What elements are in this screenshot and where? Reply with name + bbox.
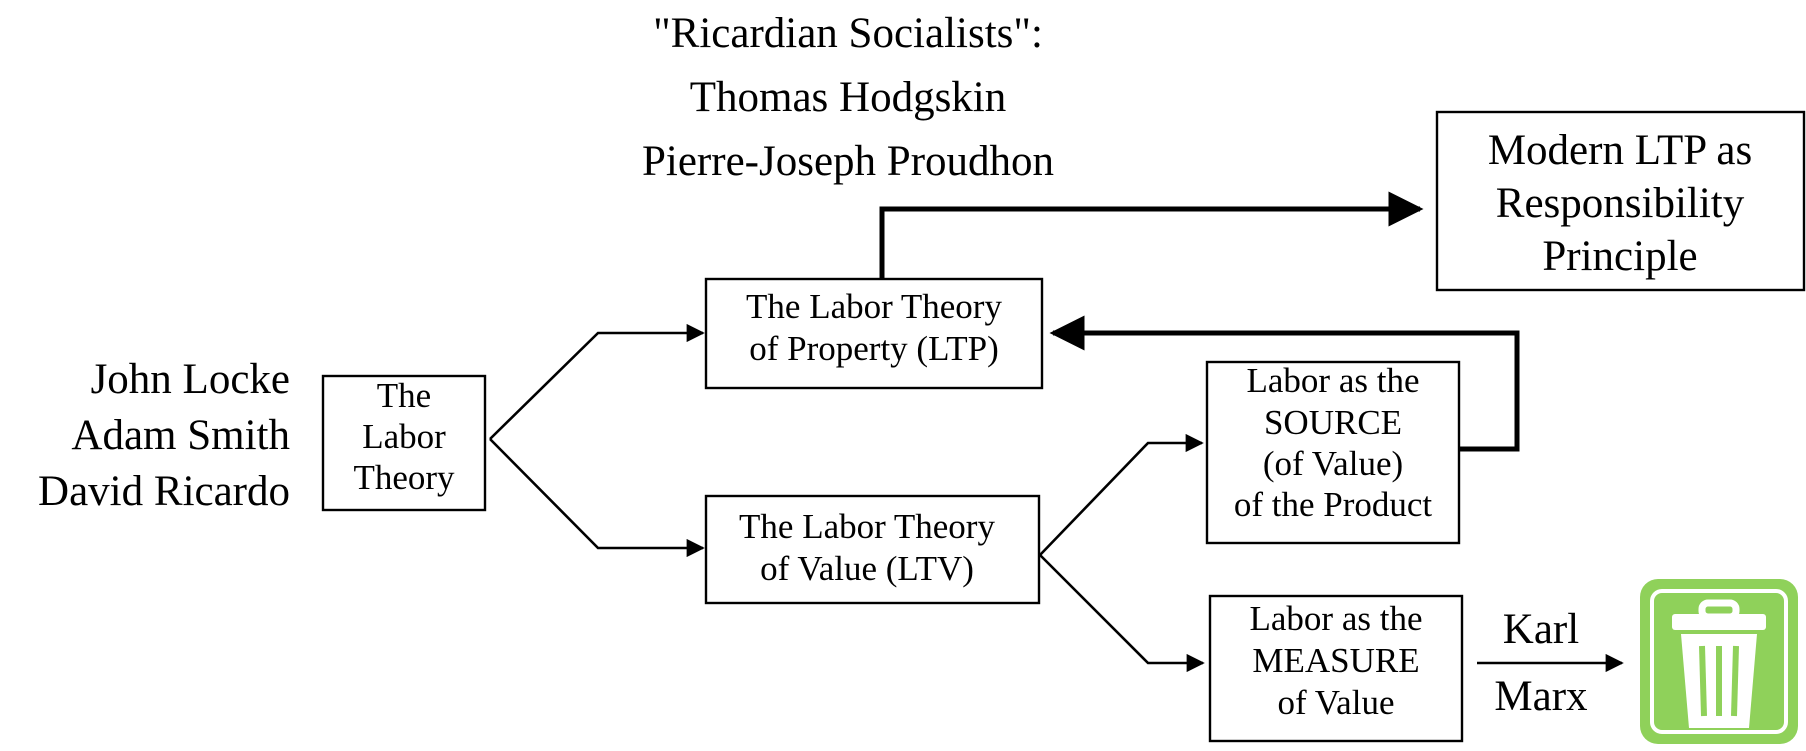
ricardian-hodgskin: Thomas Hodgskin [690, 74, 1007, 121]
labor-theory-line-1: The [377, 376, 431, 415]
source-line-1: Labor as the [1247, 361, 1420, 400]
box-modern-ltp: Modern LTP as Responsibility Principle [1435, 110, 1806, 292]
author-smith: Adam Smith [71, 412, 290, 459]
author-ricardo: David Ricardo [38, 468, 290, 515]
labor-theory-line-2: Labor [362, 417, 446, 456]
thick-connectors [879, 191, 1520, 452]
labor-theory-line-3: Theory [353, 458, 455, 497]
box-labor-theory: The Labor Theory [321, 374, 487, 512]
ricardian-proudhon: Pierre-Joseph Proudhon [642, 138, 1054, 185]
ltp-line-1: The Labor Theory [746, 287, 1002, 326]
source-line-3: (of Value) [1263, 444, 1403, 483]
source-line-4: of the Product [1234, 485, 1433, 524]
box-ltp: The Labor Theory of Property (LTP) [704, 277, 1044, 390]
box-measure: Labor as the MEASURE of Value [1208, 594, 1464, 743]
ltv-line-2: of Value (LTV) [760, 549, 974, 588]
measure-line-2: MEASURE [1252, 641, 1419, 680]
source-line-2: SOURCE [1264, 403, 1402, 442]
marx-last-name: Marx [1494, 673, 1587, 720]
marx-label: Karl Marx [1494, 606, 1587, 720]
trash-can-icon [1640, 579, 1798, 744]
authors-list: John Locke Adam Smith David Ricardo [38, 356, 290, 515]
connectors [489, 323, 1624, 673]
ltv-line-1: The Labor Theory [739, 507, 995, 546]
arrow-to-ltp [489, 323, 705, 440]
ricardian-heading: "Ricardian Socialists": [653, 10, 1043, 57]
box-source: Labor as the SOURCE (of Value) of the Pr… [1205, 360, 1461, 545]
arrow-to-source [1039, 433, 1204, 556]
box-ltv: The Labor Theory of Value (LTV) [704, 494, 1041, 605]
ltp-line-2: of Property (LTP) [749, 329, 999, 368]
modern-ltp-line-2: Responsibility [1496, 180, 1745, 227]
arrow-to-modern-ltp [879, 191, 1424, 278]
ricardian-socialists: "Ricardian Socialists": Thomas Hodgskin … [642, 10, 1054, 185]
marx-first-name: Karl [1503, 606, 1579, 653]
arrow-to-ltv [489, 438, 705, 558]
arrow-source-to-ltp [1049, 315, 1520, 452]
measure-line-1: Labor as the [1250, 599, 1423, 638]
modern-ltp-line-3: Principle [1542, 233, 1697, 280]
modern-ltp-line-1: Modern LTP as [1488, 127, 1752, 174]
measure-line-3: of Value [1278, 683, 1395, 722]
arrow-to-measure [1039, 554, 1205, 673]
author-locke: John Locke [91, 356, 290, 403]
